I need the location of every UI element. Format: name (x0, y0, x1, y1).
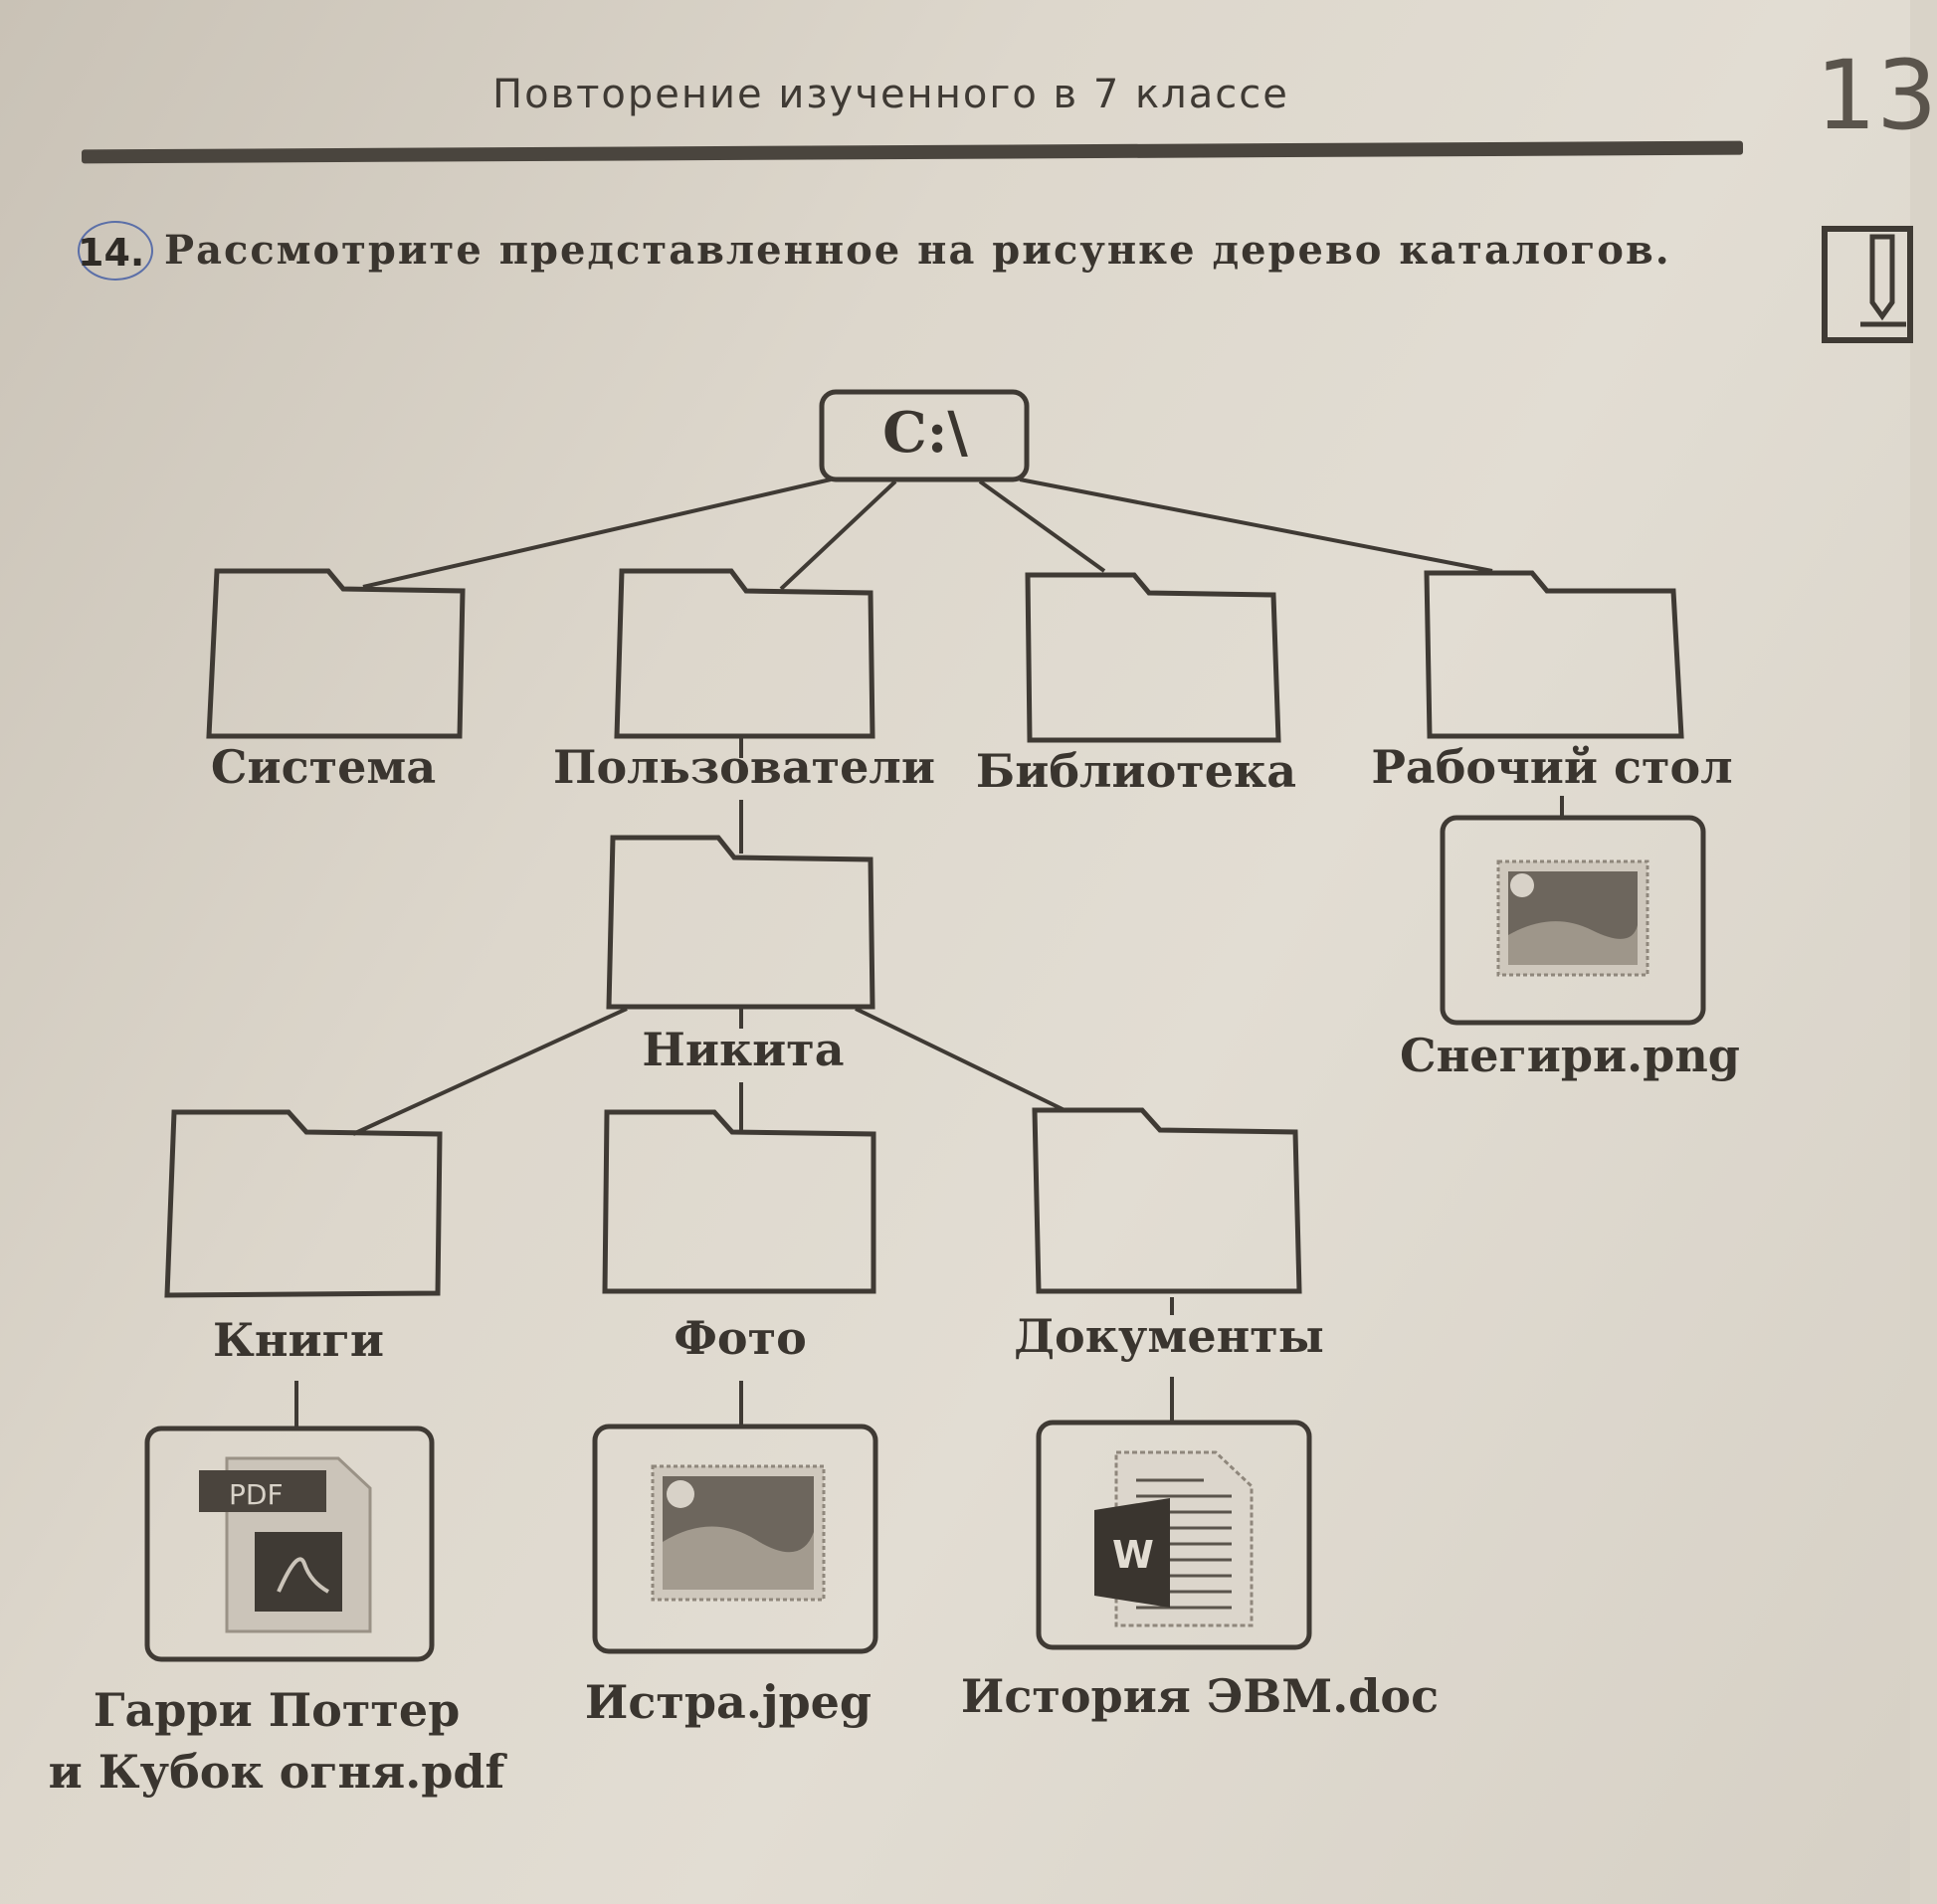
edge-root-desktop (1019, 477, 1493, 573)
folder-label-users: Пользователи (553, 740, 935, 794)
task-number-circle (78, 221, 153, 281)
folder-label-desktop: Рабочий стол (1371, 740, 1733, 794)
folder-icon (1424, 570, 1684, 739)
file-label-harry-line1: Гарри Поттер (93, 1683, 461, 1737)
folder-label-library: Библиотека (975, 744, 1297, 798)
folder-label-documents: Документы (1014, 1309, 1324, 1363)
file-label-harry-line2: и Кубок огня.pdf (48, 1745, 505, 1799)
folder-icon (614, 568, 875, 739)
pdf-badge-text: PDF (229, 1478, 284, 1511)
folder-label-photo: Фото (674, 1311, 807, 1365)
folder-label-nikita: Никита (642, 1023, 845, 1076)
file-box-pdf (144, 1426, 435, 1662)
folder-label-system: Система (210, 740, 437, 794)
root-drive-label: C:\ (882, 400, 968, 466)
image-file-icon (1496, 859, 1649, 977)
edge-root-users (779, 479, 897, 591)
folder-icon (606, 835, 875, 1010)
file-label-snegiri: Снегири.png (1400, 1029, 1740, 1082)
word-file-icon (1094, 1450, 1254, 1627)
image-file-icon (651, 1464, 826, 1602)
folder-icon (164, 1109, 443, 1298)
edge-nikita-docs (855, 1007, 1065, 1112)
task-text: Рассмотрите представленное на рисунке де… (164, 227, 1671, 274)
folder-icon (1032, 1107, 1302, 1294)
folder-icon (602, 1109, 876, 1294)
pdf-file-icon (199, 1456, 372, 1633)
edge-root-system (362, 477, 832, 589)
folder-icon (1025, 572, 1281, 743)
file-box-png (1440, 815, 1706, 1026)
folder-label-books: Книги (213, 1313, 384, 1367)
root-drive-box (819, 389, 1030, 482)
running-title: Повторение изученного в 7 классе (492, 72, 1289, 117)
edge-root-library (978, 479, 1106, 573)
page-number: 13 (1816, 40, 1937, 151)
file-box-jpeg (592, 1424, 878, 1654)
folder-icon (206, 568, 466, 739)
file-label-istra: Истра.jpeg (584, 1675, 872, 1729)
file-box-doc (1036, 1420, 1312, 1650)
word-letter: W (1112, 1533, 1154, 1577)
file-label-history: История ЭВМ.doc (960, 1669, 1440, 1723)
pencil-task-icon (1822, 226, 1913, 343)
task-number: 14. (78, 231, 145, 275)
edge-nikita-books (352, 1007, 628, 1136)
